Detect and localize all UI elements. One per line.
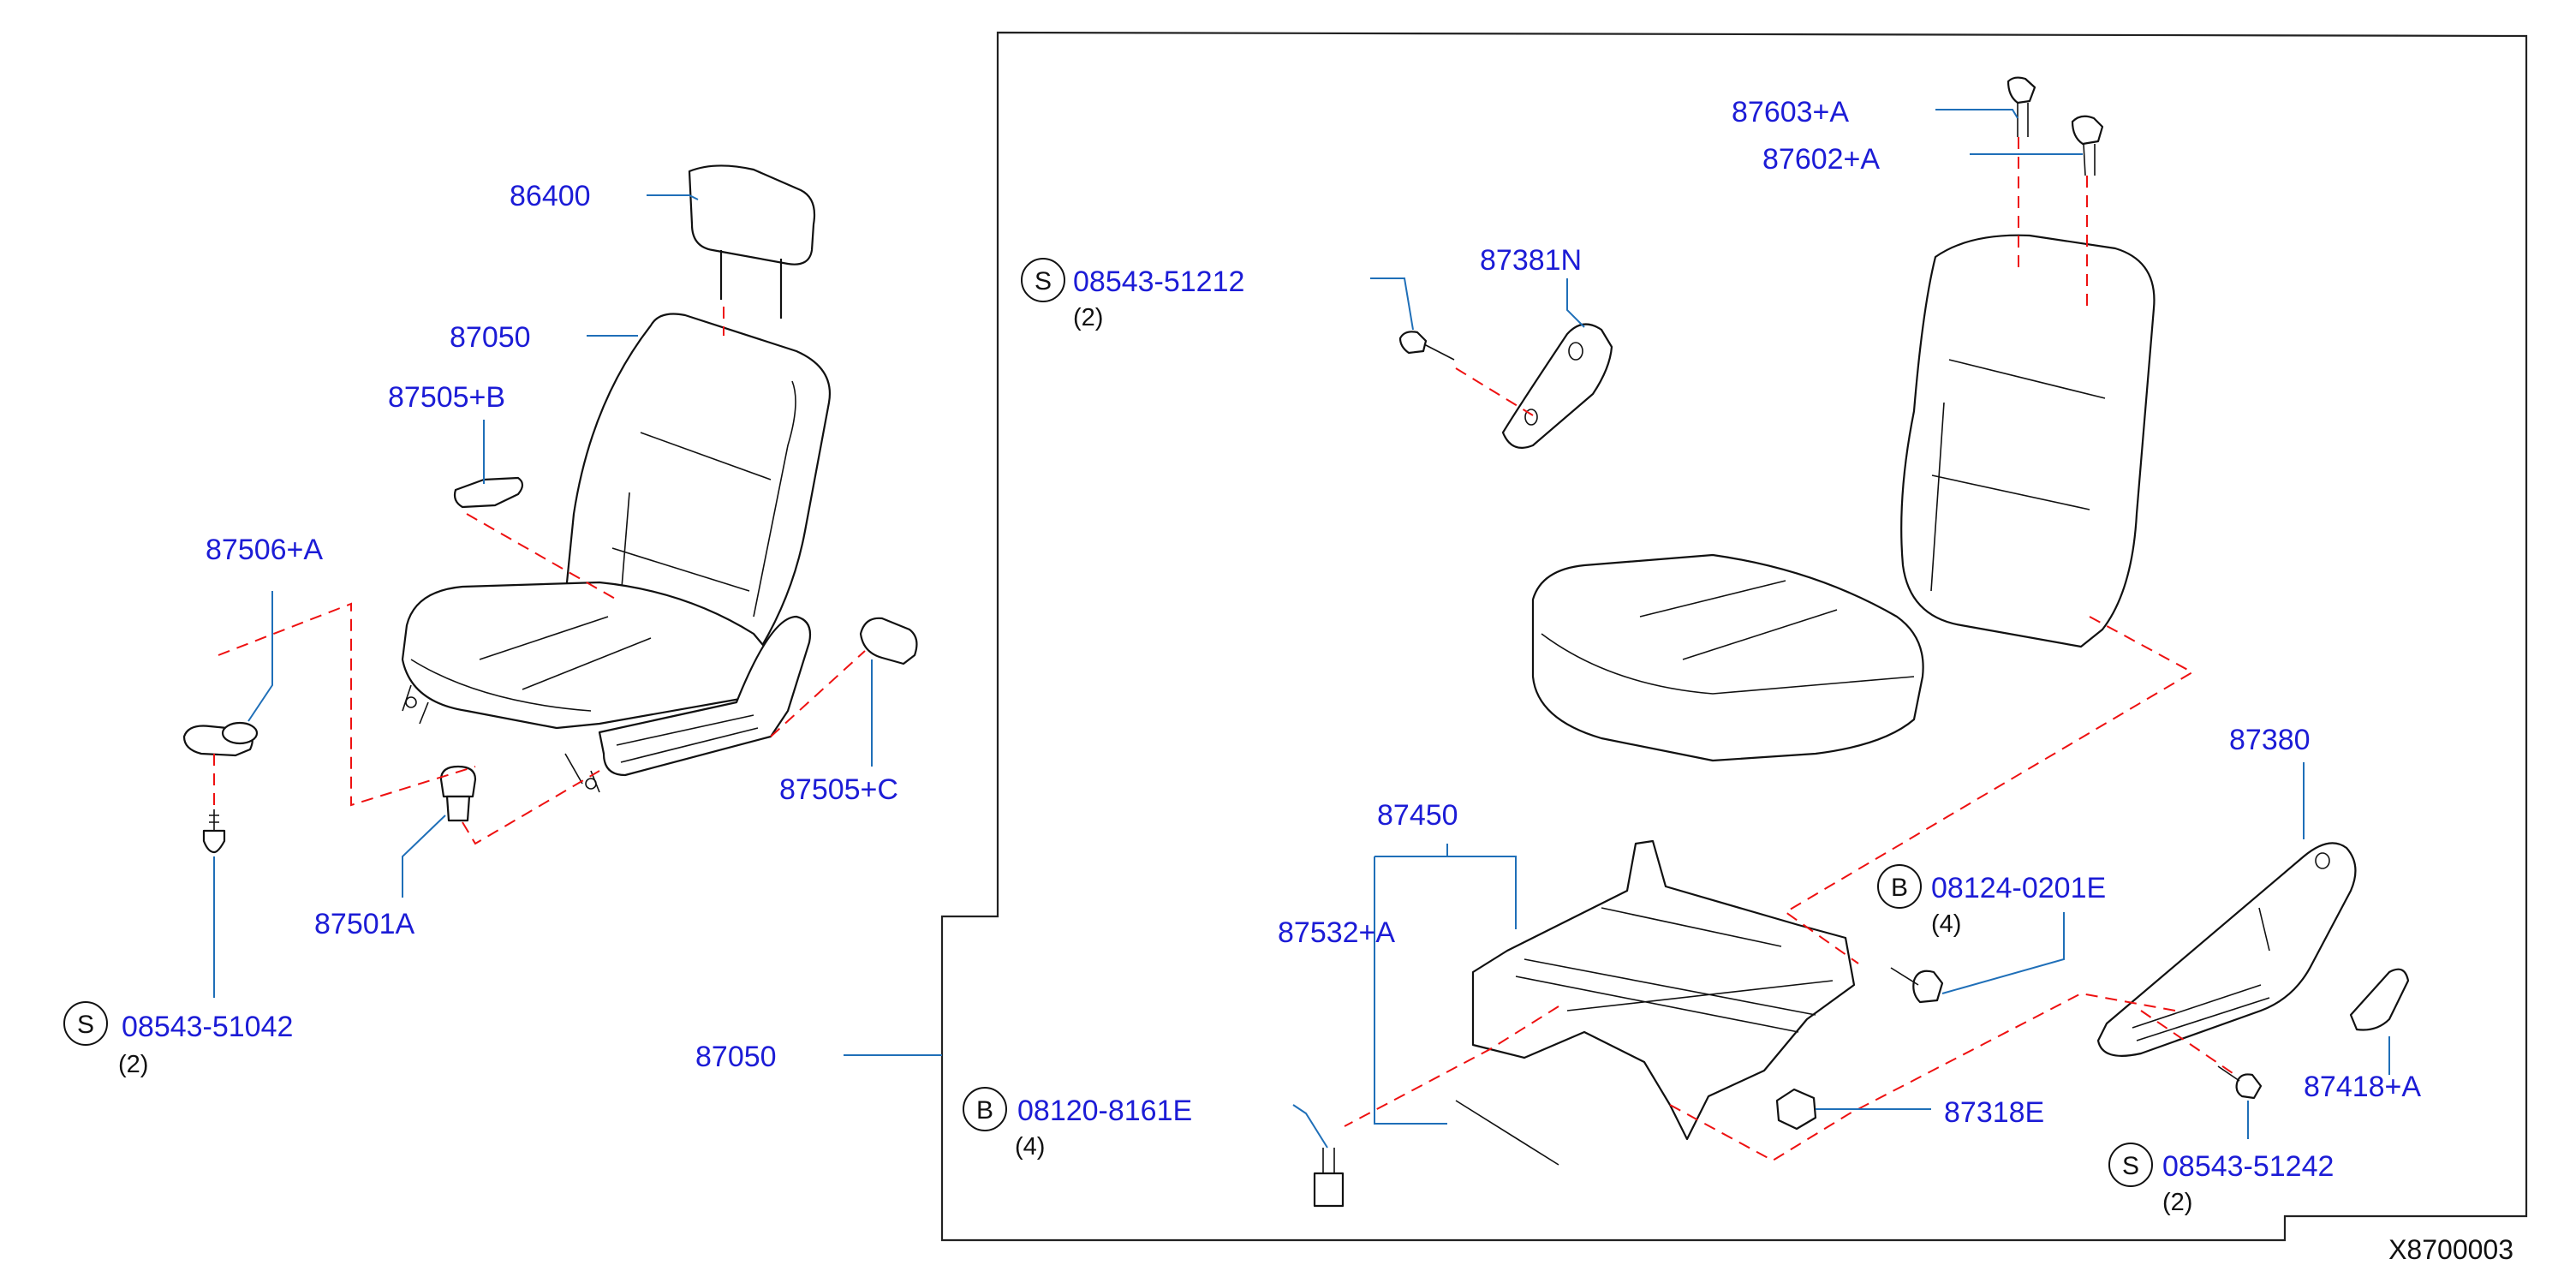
clip-87505b [453,476,524,509]
label-87381n[interactable]: 87381N [1480,244,1582,277]
screw-08543-51212 [1398,331,1428,355]
qty-08543-51042: (2) [118,1051,148,1078]
label-87532a[interactable]: 87532+A [1278,916,1395,949]
label-87505c[interactable]: 87505+C [779,773,898,806]
label-87505b[interactable]: 87505+B [388,381,505,414]
seat-cushion-pad [1531,553,1924,762]
qty-08120-8161e: (4) [1015,1133,1045,1161]
label-08543-51212[interactable]: 08543-51212 [1073,266,1244,298]
qty-08543-51212: (2) [1073,304,1103,331]
fastener-letter: B [1891,874,1908,902]
label-87602a[interactable]: 87602+A [1762,143,1880,176]
label-87050-frame[interactable]: 87050 [695,1041,777,1073]
fastener-letter: S [1035,267,1052,295]
screw-08543-51042 [202,829,226,854]
fastener-letter: B [976,1096,993,1125]
seat-cushion [401,581,777,730]
headrest-86400 [688,164,816,266]
seat-back-pad [1900,234,2156,648]
label-87380[interactable]: 87380 [2229,724,2311,756]
assembly-frame [940,31,2528,1242]
label-87418a[interactable]: 87418+A [2304,1071,2421,1103]
label-87603a[interactable]: 87603+A [1732,96,1849,128]
qty-08543-51242: (2) [2162,1189,2192,1216]
headrest-guide-87602a [2071,115,2104,146]
fastener-mark-s-51042 [63,1001,108,1046]
label-87318e[interactable]: 87318E [1944,1096,2044,1129]
bolt-87501a [439,765,477,798]
leaders-right [1292,109,2390,1149]
side-shield [598,615,812,777]
headrest-guide-87603a [2007,76,2036,104]
label-86400[interactable]: 86400 [510,180,591,212]
label-08124-0201e[interactable]: 08124-0201E [1931,872,2106,904]
label-87506a[interactable]: 87506+A [206,534,323,566]
label-08543-51042[interactable]: 08543-51042 [122,1011,293,1043]
diagram-code: X8700003 [2388,1234,2513,1265]
assembled-seat [182,164,918,854]
knob-87418a [2349,968,2410,1031]
screw-08543-51242 [2235,1073,2263,1100]
seat-frame-87450 [1471,839,1856,1141]
label-08120-8161e[interactable]: 08120-8161E [1017,1095,1192,1127]
bolt-08124-0201e [1912,970,1944,1004]
bolt-08120-8161e [1313,1172,1345,1208]
fastener-mark-b-0201e [1877,864,1922,909]
label-87501a[interactable]: 87501A [314,908,415,940]
qty-08124-0201e: (4) [1931,910,1961,938]
label-87050-seat[interactable]: 87050 [450,321,531,354]
guide-lines-left [213,307,866,845]
finisher-87381n [1501,323,1613,449]
fastener-mark-b-8161e [963,1087,1007,1131]
side-cover-87380 [2096,842,2357,1057]
leaders-left [213,194,942,1056]
fastener-mark-s-51242 [2108,1143,2153,1187]
nut-87318e [1775,1088,1817,1131]
guide-lines-right [1344,137,2236,1162]
fastener-letter: S [77,1011,94,1039]
fastener-mark-s-51212 [1021,258,1065,302]
label-87450[interactable]: 87450 [1377,799,1458,832]
recliner-knob-87505c [859,617,918,665]
exploded-parts [1313,76,2410,1208]
label-08543-51242[interactable]: 08543-51242 [2162,1150,2334,1183]
fastener-letter: S [2122,1152,2139,1180]
